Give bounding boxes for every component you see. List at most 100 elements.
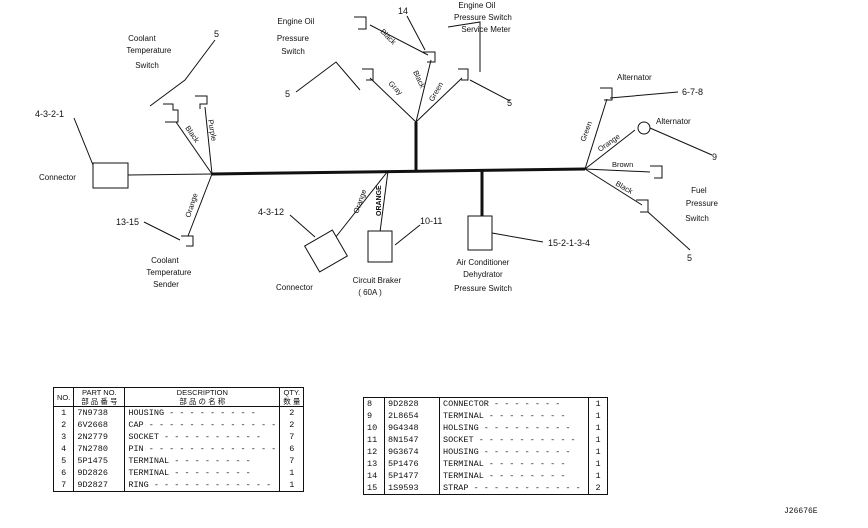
label-oil-pressure-service-meter: Engine Oil Pressure Switch Service Meter (454, 1, 514, 34)
coolant-switch-terminal-a (163, 103, 179, 123)
label-alternator-2: Alternator (656, 117, 691, 126)
leader-678 (609, 91, 679, 99)
leader-1315 (143, 221, 181, 241)
col-no: NO. (53, 387, 75, 407)
label-connector-left: Connector (39, 173, 76, 182)
alternator-ring-terminal (637, 121, 651, 135)
label-engine-oil-pressure-switch: Engine Oil Pressure Switch (277, 17, 317, 56)
wire-label-green-2: Green (578, 120, 594, 143)
ref-4321: 4-3-2-1 (35, 109, 64, 119)
connector-bottom-shape (303, 229, 349, 273)
leader-14 (406, 15, 426, 51)
branch-black-4 (584, 168, 643, 206)
col-part-no: PART NO.部 品 番 号 (73, 387, 126, 407)
branch-orange-2 (334, 170, 389, 239)
ref-678: 6-7-8 (682, 87, 703, 97)
leader-4321 (73, 117, 94, 166)
branch-black-1 (175, 121, 213, 175)
leader-5-b (295, 61, 361, 93)
leader-5-d (647, 211, 691, 251)
label-ac-dehydrator: Air Conditioner Dehydrator Pressure Swit… (454, 258, 512, 293)
branch-green-2 (584, 98, 608, 170)
wire-label-orange-2: Orange (183, 192, 199, 219)
oil-switch-terminal-d (458, 68, 469, 81)
leader-152134 (491, 232, 544, 243)
connector-left-wire (127, 173, 213, 176)
wire-label-brown: Brown (612, 160, 633, 169)
wire-label-green-1: Green (427, 80, 445, 103)
ref-5-b: 5 (285, 89, 290, 99)
branch-orange-3 (379, 170, 389, 233)
leader-5-c (469, 79, 511, 102)
wire-label-purple: Purple (206, 119, 219, 142)
alternator-terminal-a (600, 87, 613, 101)
leader-service-meter (447, 21, 481, 72)
leader-1011 (394, 224, 421, 246)
fuel-switch-terminal-b (636, 199, 649, 213)
wire-label-black-3: Black (411, 69, 427, 90)
coolant-switch-terminal-b (195, 95, 208, 109)
label-fuel-pressure-switch: Fuel Pressure Switch (685, 186, 720, 223)
leader-5-a (149, 39, 216, 107)
wire-label-orange-3: Orange (351, 188, 368, 215)
branch-brown (584, 168, 651, 173)
label-connector-bottom: Connector (276, 283, 313, 292)
ref-9: 9 (712, 152, 717, 162)
label-coolant-temp-switch: Coolant Temperature Switch (126, 34, 173, 70)
label-coolant-temp-sender: Coolant Temperature Sender (146, 256, 193, 289)
ref-4312: 4-3-12 (258, 207, 284, 217)
connector-left-shape (92, 162, 129, 189)
col-qty: QTY.数 量 (279, 387, 304, 407)
wire-label-orange-4: ORANGE (376, 185, 383, 216)
oil-switch-terminal-b (423, 51, 436, 63)
label-circuit-breaker: Circuit Braker ( 60A ) (353, 276, 404, 297)
branch-orange-1 (187, 173, 213, 237)
wire-label-black-1: Black (183, 124, 201, 144)
ref-1011: 10-11 (420, 216, 442, 226)
branch-black-2 (369, 77, 417, 123)
branch-purple (204, 106, 213, 175)
harness-trunk (211, 167, 586, 176)
branch-black-3 (369, 24, 429, 56)
wire-label-gray: Gray (387, 79, 405, 97)
ref-1315: 13-15 (116, 217, 139, 227)
coolant-sender-terminal (181, 235, 194, 247)
figure-id: J26676E (784, 507, 818, 516)
oil-switch-terminal-a (354, 16, 367, 30)
ref-5-c: 5 (507, 98, 512, 108)
ref-5-d: 5 (687, 253, 692, 263)
branch-gray (415, 59, 432, 123)
leader-9 (649, 127, 713, 156)
circuit-breaker-shape (367, 230, 393, 263)
branch-orange-4 (584, 129, 636, 170)
ac-dehydrator-shape (467, 215, 493, 251)
branch-green-1 (415, 77, 463, 123)
ref-14: 14 (398, 6, 408, 16)
wire-label-black-2: Black (379, 27, 399, 47)
leader-4312 (289, 214, 316, 238)
ref-5-a: 5 (214, 29, 219, 39)
fuel-switch-terminal-a (650, 165, 663, 179)
oil-switch-terminal-c (362, 68, 374, 81)
label-alternator-1: Alternator (617, 73, 652, 82)
ref-152134: 15-2-1-3-4 (548, 238, 590, 248)
